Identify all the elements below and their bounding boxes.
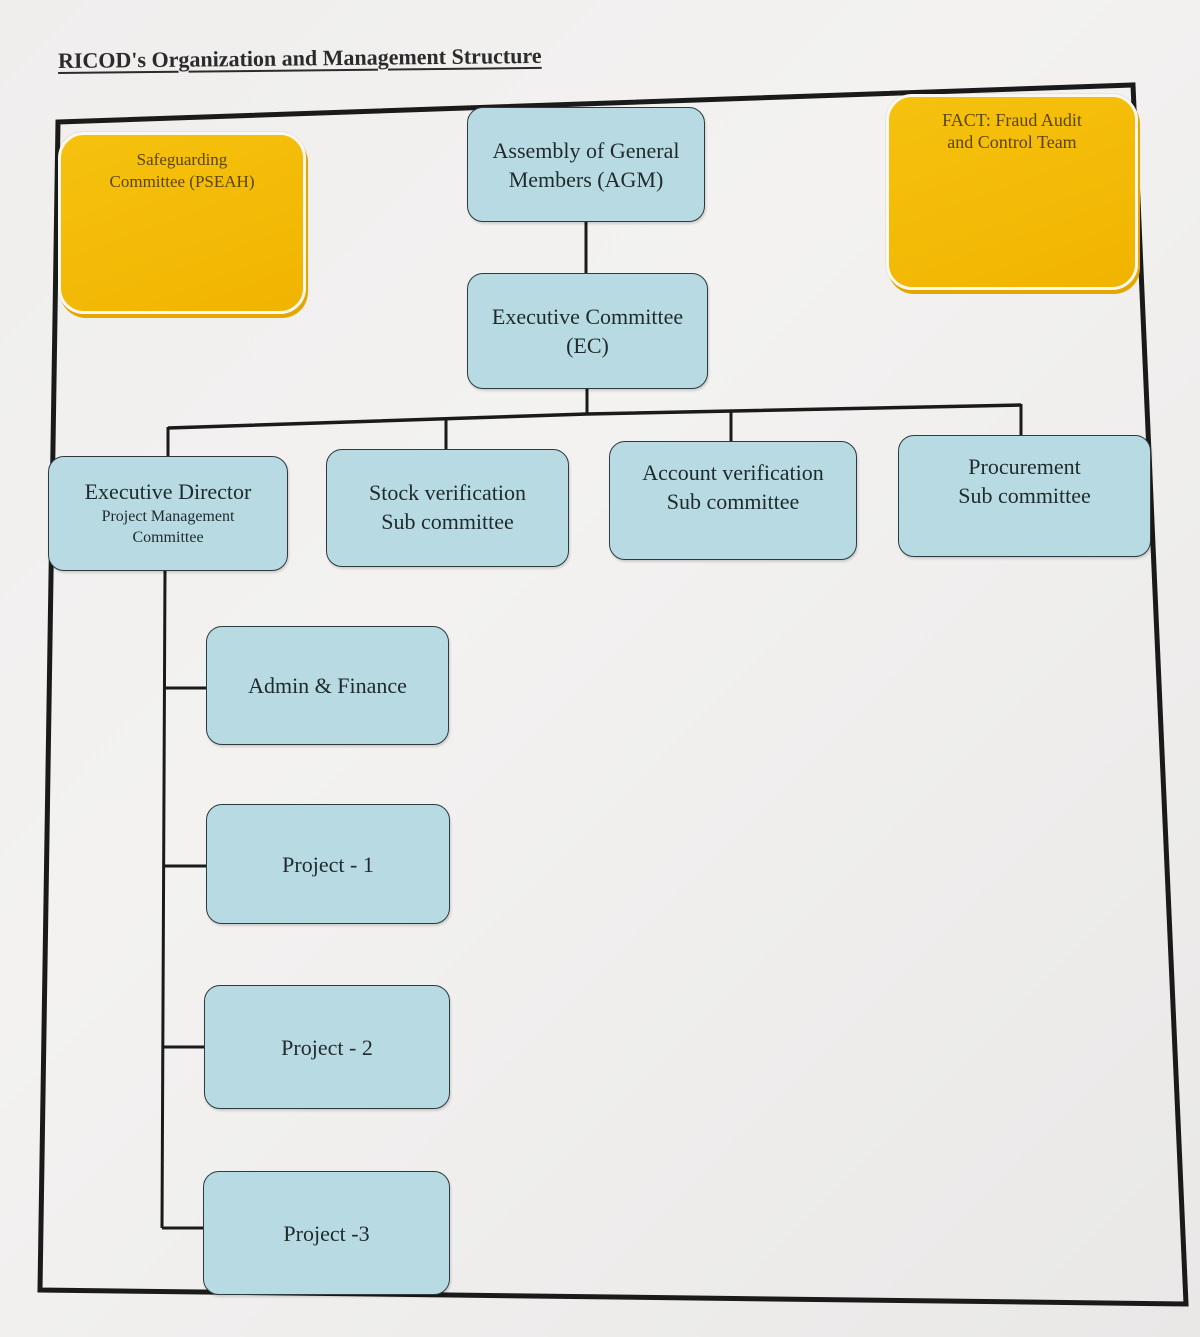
node-executive-committee: Executive Committee (EC) [467,273,708,389]
ec-line1: Executive Committee [491,304,684,329]
node-account-verification: Account verification Sub committee [609,441,857,560]
fact-line1: FACT: Fraud Audit [942,110,1082,130]
connector-bus [167,403,1022,430]
admin-finance-label: Admin & Finance [248,673,407,698]
safeguarding-line2: Committee (PSEAH) [109,172,255,191]
project-3-label: Project -3 [283,1220,370,1246]
ed-line2: Project Management [101,508,235,525]
agm-line1: Assembly of General [492,137,680,163]
ec-line2: (EC) [566,333,609,358]
fact-team-box: FACT: Fraud Audit and Control Team [886,94,1138,290]
stock-line2: Sub committee [381,509,514,534]
agm-line2: Members (AGM) [508,166,664,192]
node-project-1: Project - 1 [206,804,450,924]
node-project-2: Project - 2 [204,985,450,1109]
procurement-line1: Procurement [968,454,1081,479]
safeguarding-committee-box: Safeguarding Committee (PSEAH) [58,132,306,314]
fact-line2: and Control Team [947,132,1077,152]
project-2-label: Project - 2 [281,1034,373,1060]
account-line1: Account verification [642,460,824,485]
node-project-3: Project -3 [203,1171,450,1295]
node-agm: Assembly of General Members (AGM) [467,107,705,222]
ed-line3: Committee [132,529,204,546]
outer-frame [37,82,1189,1307]
safeguarding-line1: Safeguarding [136,150,228,169]
stock-line1: Stock verification [368,480,526,505]
ed-line1: Executive Director [84,479,252,504]
node-admin-finance: Admin & Finance [206,626,449,745]
project-1-label: Project - 1 [282,851,374,877]
account-line2: Sub committee [666,489,800,514]
connector-ed-spine [160,567,167,1229]
procurement-line2: Sub committee [958,483,1091,508]
node-executive-director: Executive Director Project Management Co… [48,456,288,571]
node-stock-verification: Stock verification Sub committee [326,449,569,567]
node-procurement: Procurement Sub committee [898,435,1151,557]
